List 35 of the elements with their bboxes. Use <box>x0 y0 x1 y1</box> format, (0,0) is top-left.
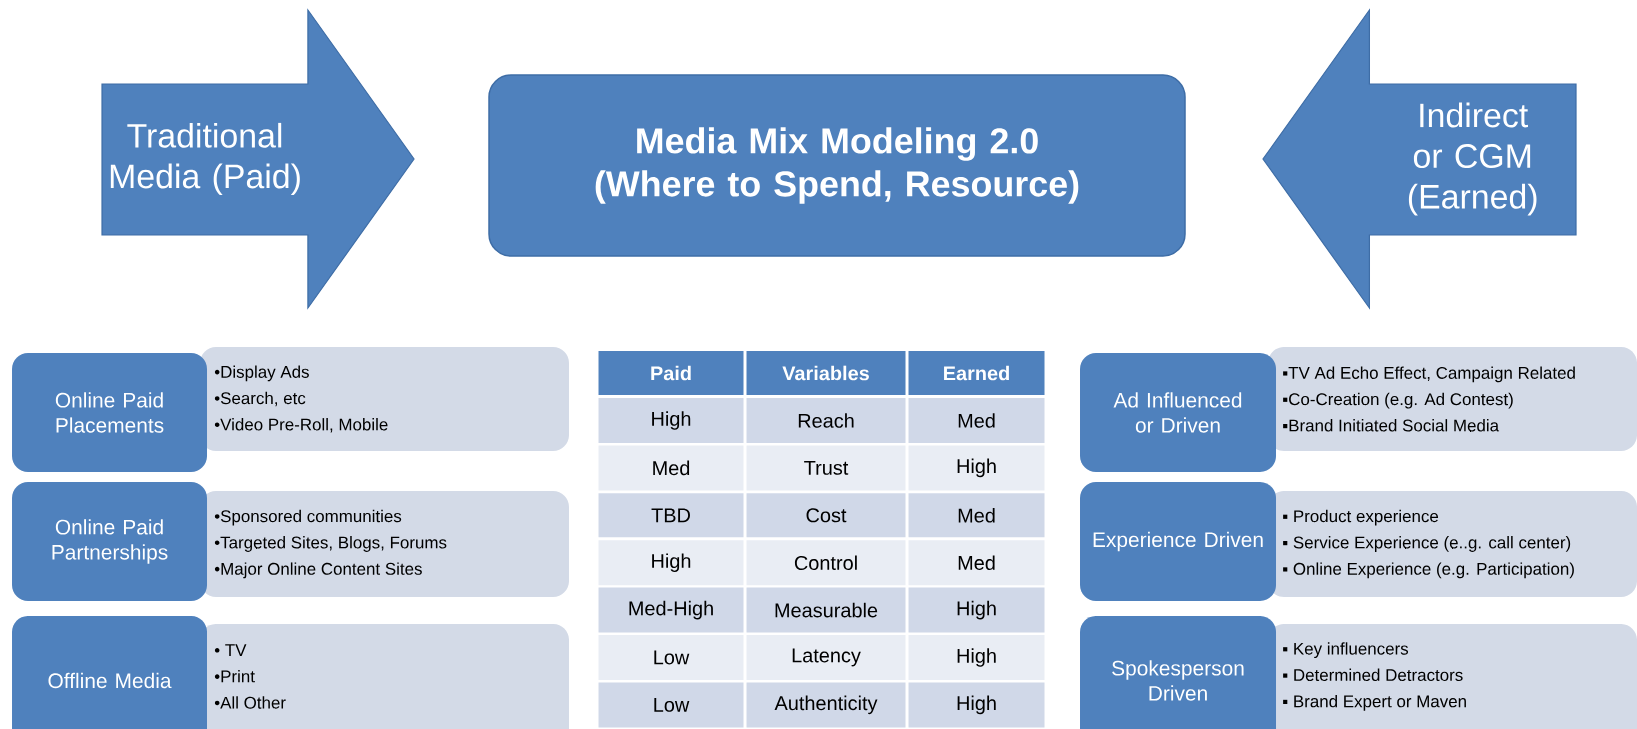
table-cell: Med-High <box>598 587 744 633</box>
table-cell: Cost <box>746 493 906 538</box>
table-cell: Med <box>598 445 744 491</box>
table-cell: High <box>908 635 1045 680</box>
table-header-cell: Variables <box>746 351 906 395</box>
table-cell: Control <box>746 540 906 586</box>
bullet-list-box: •Sponsored communities •Targeted Sites, Blogs, Forums •Major Online Content Sites <box>200 491 569 597</box>
table-cell: Authenticity <box>746 682 906 728</box>
category-box: Online Paid Placements <box>12 353 207 472</box>
table-cell: Med <box>908 398 1045 443</box>
table-cell: Trust <box>746 445 906 491</box>
table-cell: High <box>908 445 1045 491</box>
table-cell: TBD <box>598 493 744 538</box>
bullet-list-box: ▪TV Ad Echo Effect, Campaign Related ▪Co-Creation (e.g. Ad Contest) ▪Brand Initiated Social Media <box>1268 347 1637 451</box>
table-cell: Low <box>598 682 744 728</box>
title-box: Media Mix Modeling 2.0 (Where to Spend, Resource) <box>488 74 1186 257</box>
table-cell: Reach <box>746 398 906 443</box>
category-box: Offline Media <box>12 616 207 729</box>
table-cell: Low <box>598 635 744 680</box>
table-cell: Latency <box>746 635 906 680</box>
category-box: Experience Driven <box>1080 482 1276 601</box>
table-cell: High <box>598 398 744 443</box>
table-cell: Measurable <box>746 587 906 633</box>
category-box: Ad Influenced or Driven <box>1080 353 1276 472</box>
category-box: Spokesperson Driven <box>1080 616 1276 729</box>
bullet-list-box: ▪ Product experience ▪ Service Experience (e..g. call center) ▪ Online Experience (e.g. Participation) <box>1268 491 1637 597</box>
table-cell: High <box>908 587 1045 633</box>
category-box: Online Paid Partnerships <box>12 482 207 601</box>
table-cell: High <box>908 682 1045 728</box>
table-cell: High <box>598 540 744 586</box>
table-header-cell: Paid <box>598 351 744 395</box>
table-cell: Med <box>908 493 1045 538</box>
table-header-cell: Earned <box>908 351 1045 395</box>
bullet-list-box: •Display Ads •Search, etc •Video Pre-Roll, Mobile <box>200 347 569 451</box>
table-cell: Med <box>908 540 1045 586</box>
